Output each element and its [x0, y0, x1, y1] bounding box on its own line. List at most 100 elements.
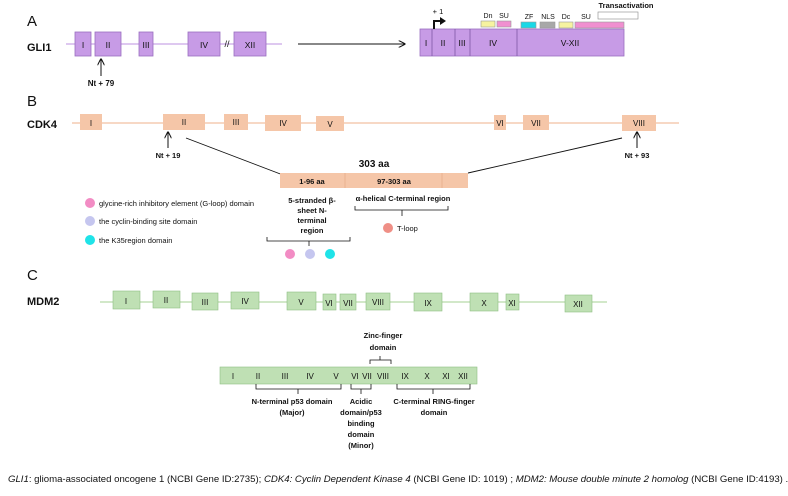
mdm2-protein-exon-label: XII [458, 372, 468, 381]
acidic-domain-label: Acidic [350, 397, 373, 406]
cdk4-exon-label: II [182, 118, 186, 127]
mdm2-gene-label: MDM2 [27, 296, 59, 308]
mdm2-exon-iii [191, 292, 219, 311]
mdm2-exon-label: VI [325, 299, 333, 308]
legend-glycine-dot [85, 198, 95, 208]
cdk4-protein-length: 303 aa [359, 159, 390, 170]
cdk4-n-region-label: region [301, 226, 324, 235]
plus-one-label: + 1 [433, 7, 444, 16]
acidic-domain-bracket [350, 384, 372, 390]
transactivation-box [597, 11, 639, 20]
mdm2-exon-vi [322, 293, 337, 311]
mdm2-exon-vii [339, 293, 357, 311]
cdk4-exon-i [80, 114, 102, 130]
domain-box-dn [480, 20, 496, 28]
mdm2-protein-exon-label: III [282, 372, 289, 381]
cdk4-exon-label: VII [531, 119, 541, 128]
gli1-exon-label: XII [245, 40, 255, 50]
mdm2-exon-label: VIII [372, 298, 384, 307]
domain-label-nls: NLS [541, 14, 555, 21]
cdk4-nt-left-label: Nt + 19 [156, 151, 181, 160]
cdk4-n-region-label: 5-stranded β- [288, 196, 336, 205]
domain-box-dc [558, 21, 574, 29]
mdm2-protein-exon-label: VII [362, 372, 372, 381]
gli1-protein-segment-label: III [458, 38, 465, 48]
cdk4-exon-vii [523, 115, 549, 130]
acidic-domain-label: (Minor) [348, 441, 374, 450]
cdk4-protein-segment-2: 97-303 aa [377, 177, 412, 186]
domain-label-su: SU [499, 13, 509, 20]
gli1-exon-iv [187, 31, 221, 57]
mdm2-exon-label: IX [424, 299, 432, 308]
mdm2-exon-i [112, 290, 141, 310]
caption-cdk-abbr: CDK4: Cyclin Dependent Kinase 4 [264, 474, 411, 485]
cdk4-n-region-label: sheet N- [297, 206, 327, 215]
mdm2-exon-label: V [298, 298, 304, 307]
mdm2-exon-label: I [125, 297, 127, 306]
mdm2-exon-ix [413, 292, 443, 312]
mdm2-protein-exon-label: V [333, 372, 339, 381]
gene-structure-diagram: A GLI1 I II III IV // XII Nt + 79 I II I… [27, 1, 679, 450]
figure: A GLI1 I II III IV // XII Nt + 79 I II I… [8, 1, 788, 485]
gli1-protein-segment-label: IV [489, 38, 497, 48]
mdm2-exon-label: XI [508, 299, 516, 308]
gli1-exon-i [74, 31, 92, 57]
caption-mdm-abbr: MDM2: Mouse double minute 2 homolog [515, 474, 689, 485]
mdm2-exon-iv [230, 291, 260, 310]
gli1-exon-label: II [106, 40, 111, 50]
zinc-finger-label: Zinc-finger [364, 331, 403, 340]
panel-c-label: C [27, 267, 38, 284]
cdk4-protein-bar [280, 173, 468, 188]
cdk4-exon-label: VI [496, 119, 504, 128]
gli1-protein-segment-label: I [425, 38, 427, 48]
mdm2-exon-label: X [481, 299, 487, 308]
gli1-exon-label: III [142, 40, 149, 50]
cdk4-exon-vi [494, 115, 506, 130]
mdm2-protein-exon-label: VI [351, 372, 359, 381]
gli1-protein-segment-label: II [441, 38, 446, 48]
domain-label-dn: Dn [484, 13, 493, 20]
mdm2-exon-xii [564, 294, 593, 313]
domain-label-su-c: SU [581, 14, 591, 21]
cyclin-binding-dot [305, 249, 315, 259]
mdm2-exon-label: VII [343, 299, 353, 308]
tloop-label: T-loop [397, 224, 418, 233]
zinc-finger-label: domain [370, 343, 397, 352]
panel-a-label: A [27, 13, 37, 30]
gli1-exon-label: IV [200, 40, 208, 50]
gli1-break-mark: // [224, 39, 230, 49]
cdk4-exon-label: III [233, 118, 240, 127]
cdk4-protein-segment-1: 1-96 aa [299, 177, 325, 186]
gli1-nt-label: Nt + 79 [88, 79, 115, 88]
mdm2-protein-exon-label: XI [442, 372, 450, 381]
figure-caption: GLI1: glioma-associated oncogene 1 (NCBI… [8, 474, 788, 485]
legend-cyclin-label: the cyclin-binding site domain [99, 217, 197, 226]
tloop-dot [383, 223, 393, 233]
legend-cyclin-dot [85, 216, 95, 226]
domain-label-dc: Dc [562, 14, 571, 21]
cdk4-c-region-bracket [354, 206, 449, 211]
n-terminal-p53-label: N-terminal p53 domain [252, 397, 333, 406]
mdm2-exon-label: II [164, 296, 168, 305]
mdm2-exon-xi [505, 293, 520, 311]
cdk4-exon-label: VIII [633, 119, 645, 128]
mdm2-protein-bar [219, 366, 478, 385]
mdm2-protein-exon-label: VIII [377, 372, 389, 381]
c-terminal-ring-label: C-terminal RING-finger [393, 397, 474, 406]
gli1-exon-label: I [82, 40, 84, 50]
gli1-exon-iii [138, 31, 154, 57]
gli1-exon-xii [233, 31, 267, 57]
domain-label-zf: ZF [525, 14, 534, 21]
caption-mdm-text: (NCBI Gene ID:4193) . [688, 474, 788, 485]
mdm2-exon-ii [152, 290, 181, 309]
mdm2-protein-exon-label: X [424, 372, 430, 381]
transcription-start-icon [433, 20, 441, 29]
cdk4-exon-ii [163, 114, 205, 130]
transcription-start-arrowhead-icon [440, 17, 446, 25]
legend-k35-label: the K35region domain [99, 236, 172, 245]
panel-b-label: B [27, 93, 37, 110]
acidic-domain-label: domain [348, 430, 375, 439]
cdk4-exon-v [316, 116, 344, 131]
k35-region-dot [325, 249, 335, 259]
glycine-loop-dot [285, 249, 295, 259]
